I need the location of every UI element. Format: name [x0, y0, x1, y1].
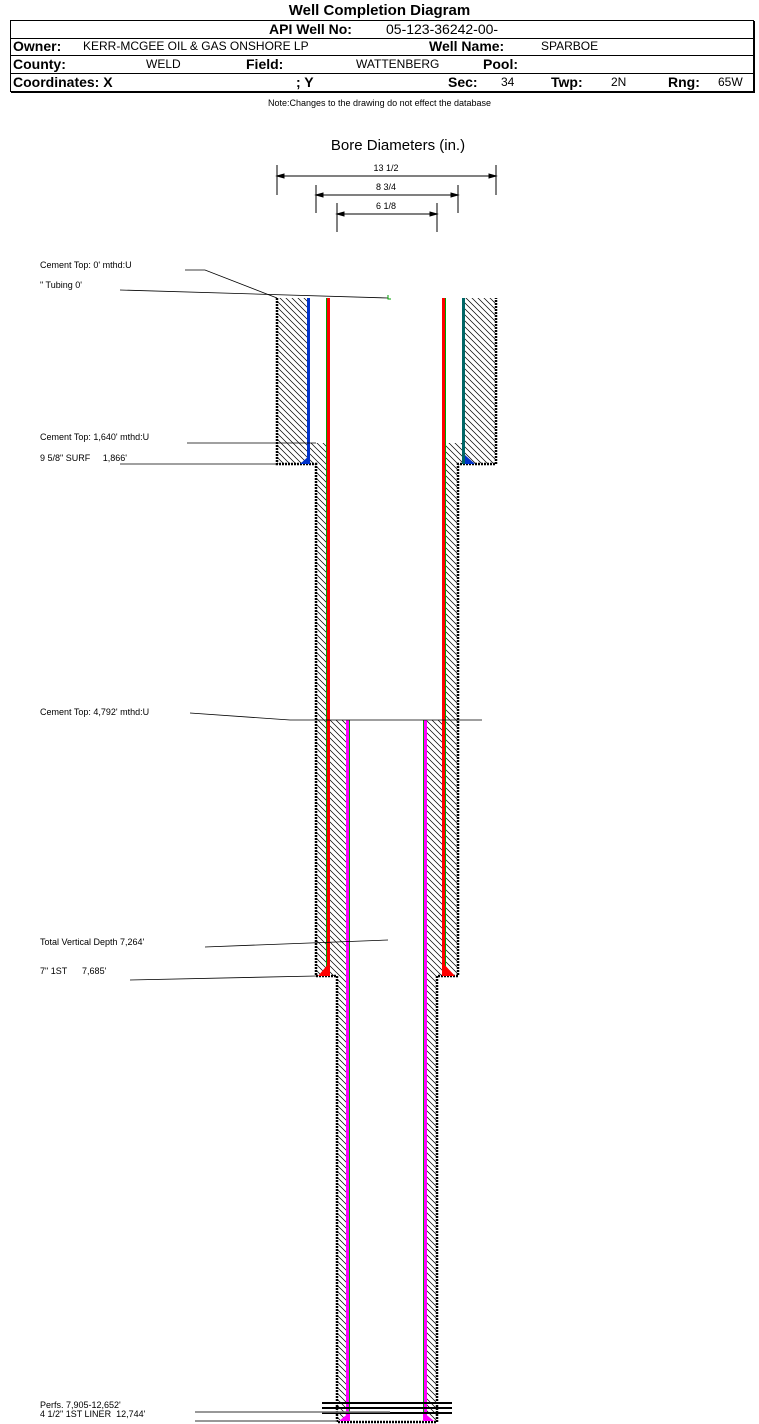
field-label: Field:	[246, 56, 284, 72]
liner	[339, 720, 434, 1421]
label-cement-top-0: Cement Top: 0' mthd:U	[40, 260, 132, 270]
hole-walls	[275, 298, 498, 1424]
county-label: County:	[13, 56, 66, 72]
api-row: API Well No: 05-123-36242-00-	[11, 21, 753, 39]
label-cement-top-4792: Cement Top: 4,792' mthd:U	[40, 707, 149, 717]
perforations	[322, 1402, 452, 1414]
owner-label: Owner:	[13, 38, 62, 54]
label-tubing: " Tubing 0'	[40, 280, 82, 290]
api-label: API Well No:	[269, 21, 352, 37]
label-tvd: Total Vertical Depth 7,264'	[40, 937, 145, 947]
well-name-label: Well Name:	[429, 38, 505, 54]
dim-label-13-5: 13 1/2	[373, 163, 398, 173]
dim-label-6-125: 6 1/8	[376, 201, 396, 211]
cement	[277, 298, 496, 1420]
well-info-header: API Well No: 05-123-36242-00- Owner: KER…	[10, 20, 754, 92]
sec-value: 34	[501, 75, 515, 89]
api-value: 05-123-36242-00-	[386, 21, 499, 37]
pool-label: Pool:	[483, 56, 518, 72]
twp-label: Twp:	[551, 74, 583, 90]
page-title: Well Completion Diagram	[288, 2, 471, 19]
label-perfs: Perfs. 7,905-12,652'	[40, 1400, 121, 1410]
coords-row: Coordinates: X ; Y Sec: 34 Twp: 2N Rng: …	[11, 74, 753, 91]
label-liner: 4 1/2" 1ST LINER 12,744'	[40, 1409, 146, 1419]
leader-lines	[119, 269, 482, 1422]
dim-label-8-75: 8 3/4	[376, 182, 396, 192]
county-row: County: WELD Field: WATTENBERG Pool:	[11, 56, 753, 74]
diameter-dimensions	[275, 165, 498, 232]
owner-value: KERR-MCGEE OIL & GAS ONSHORE LP	[83, 39, 309, 53]
y-label: ; Y	[296, 74, 314, 90]
coords-label: Coordinates: X	[13, 74, 113, 90]
note: Note:Changes to the drawing do not effec…	[268, 98, 491, 108]
tubing-marker	[387, 295, 391, 300]
production-casing	[318, 298, 455, 976]
label-surface-casing: 9 5/8" SURF 1,866'	[40, 453, 127, 463]
rng-label: Rng:	[668, 74, 700, 90]
label-cement-top-1640: Cement Top: 1,640' mthd:U	[40, 432, 149, 442]
well-name-value: SPARBOE	[541, 39, 599, 53]
owner-row: Owner: KERR-MCGEE OIL & GAS ONSHORE LP W…	[11, 38, 753, 56]
field-value: WATTENBERG	[356, 57, 440, 71]
rng-value: 65W	[718, 75, 743, 89]
surface-casing	[300, 298, 475, 464]
county-value: WELD	[146, 57, 181, 71]
label-production-casing: 7" 1ST 7,685'	[40, 966, 107, 976]
twp-value: 2N	[611, 75, 627, 89]
bore-title: Bore Diameters (in.)	[331, 137, 465, 154]
sec-label: Sec:	[448, 74, 478, 90]
